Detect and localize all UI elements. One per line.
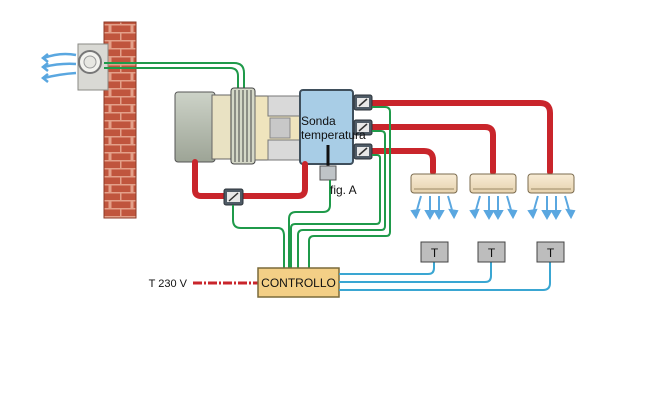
diffuser-zone-1 <box>410 173 458 194</box>
controller-label: CONTROLLO <box>261 276 336 290</box>
duct-zone-2 <box>360 124 496 175</box>
thermostat-1-label: T <box>431 246 439 260</box>
control-cables-green <box>232 106 391 268</box>
thermostat-3-label: T <box>547 246 555 260</box>
cable-vent-to-unit <box>104 62 245 94</box>
distribution-box <box>299 89 354 181</box>
damper-return <box>223 188 244 206</box>
duct-zone-1 <box>360 148 436 175</box>
thermostat-zone-3: T <box>536 241 565 263</box>
probe-housing <box>319 165 337 181</box>
diffuser-zone-3 <box>527 173 575 194</box>
duct-return <box>192 159 308 199</box>
damper-zone-1 <box>353 143 373 160</box>
sensor-label-line1: Sonda <box>301 114 336 128</box>
damper-zone-3 <box>353 94 373 111</box>
exhaust-airflow-arrows <box>40 52 77 83</box>
brick-wall <box>103 21 137 219</box>
thermostat-cables-blue <box>339 262 551 291</box>
diffuser-zone-2 <box>469 173 517 194</box>
external-vent <box>77 43 109 91</box>
thermostat-2-label: T <box>488 246 496 260</box>
heat-pump-unit <box>174 87 304 165</box>
duct-zone-3 <box>360 100 553 175</box>
controller-box <box>257 267 340 298</box>
fig-label: fig. A <box>330 183 357 197</box>
thermostat-zone-2: T <box>477 241 506 263</box>
thermostat-zone-1: T <box>420 241 449 263</box>
supply-airflow-arrows <box>410 195 576 221</box>
damper-zone-2 <box>353 119 373 136</box>
power-label: T 230 V <box>149 278 188 290</box>
hot-air-ducts <box>192 100 553 199</box>
sensor-label-line2: temperatura <box>301 128 366 142</box>
